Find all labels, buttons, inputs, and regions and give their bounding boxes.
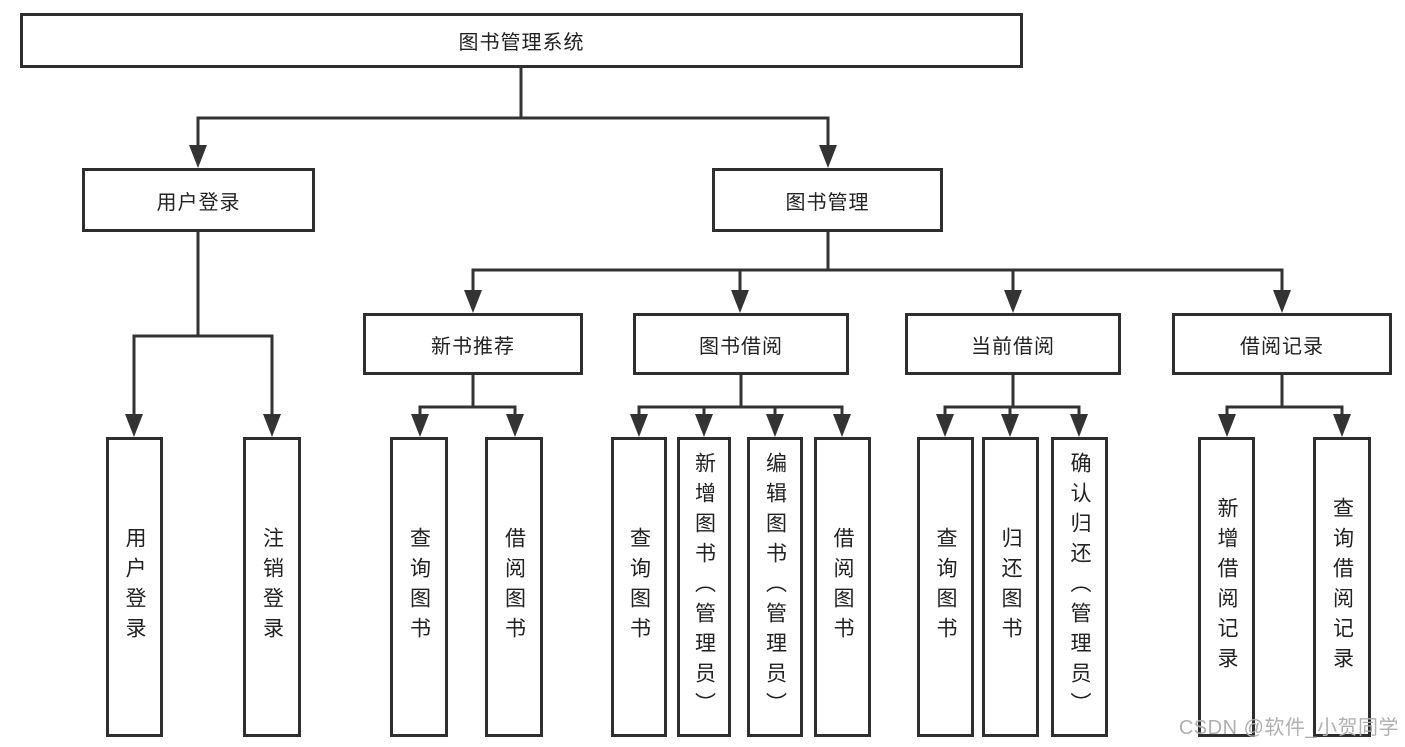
arrowhead-icon bbox=[464, 290, 482, 313]
node-label: 借阅记录 bbox=[1240, 335, 1324, 358]
arrowhead-icon bbox=[1001, 414, 1019, 437]
leaf-return-books: 归还图书 bbox=[982, 437, 1039, 737]
leaf-logout: 注销登录 bbox=[243, 437, 301, 737]
arrowhead-icon bbox=[819, 145, 837, 168]
arrowhead-icon bbox=[630, 414, 648, 437]
leaf-label: 归还图书 bbox=[999, 527, 1022, 647]
arrowhead-icon bbox=[189, 145, 207, 168]
leaf-edit-books-admin: 编辑图书（管理员） bbox=[747, 437, 803, 737]
leaf-label: 查询图书 bbox=[627, 527, 651, 647]
node-root: 图书管理系统 bbox=[20, 13, 1023, 68]
leaf-label: 新增借阅记录 bbox=[1215, 497, 1238, 677]
leaf-label: 注销登录 bbox=[260, 527, 284, 647]
leaf-user-login: 用户登录 bbox=[106, 437, 163, 737]
arrowhead-icon bbox=[1273, 290, 1291, 313]
node-new-book-recommend: 新书推荐 bbox=[363, 313, 583, 375]
arrowhead-icon bbox=[1218, 414, 1236, 437]
leaf-borrow-books: 借阅图书 bbox=[814, 437, 871, 737]
node-root-label: 图书管理系统 bbox=[458, 32, 585, 54]
leaf-label: 确认归还（管理员） bbox=[1068, 452, 1091, 722]
leaf-borrow-books-recommend: 借阅图书 bbox=[485, 437, 543, 737]
leaf-label: 查询图书 bbox=[407, 527, 431, 647]
leaf-query-books-recommend: 查询图书 bbox=[390, 437, 448, 737]
node-label: 图书管理 bbox=[785, 191, 870, 214]
leaf-add-borrow-record: 新增借阅记录 bbox=[1198, 437, 1255, 737]
leaf-label: 借阅图书 bbox=[502, 527, 526, 647]
node-current-borrow: 当前借阅 bbox=[905, 313, 1121, 375]
leaf-label: 借阅图书 bbox=[831, 527, 854, 647]
arrowhead-icon bbox=[936, 414, 954, 437]
leaf-add-books-admin: 新增图书（管理员） bbox=[677, 437, 731, 737]
arrowhead-icon bbox=[506, 414, 524, 437]
node-label: 新书推荐 bbox=[431, 335, 515, 358]
leaf-label: 查询借阅记录 bbox=[1330, 497, 1354, 677]
arrowhead-icon bbox=[1333, 414, 1351, 437]
arrowhead-icon bbox=[411, 414, 429, 437]
arrowhead-icon bbox=[731, 290, 749, 313]
node-book-borrow: 图书借阅 bbox=[633, 313, 849, 375]
arrowhead-icon bbox=[1004, 290, 1022, 313]
leaf-label: 查询图书 bbox=[934, 527, 957, 647]
node-label: 用户登录 bbox=[156, 191, 241, 214]
arrowhead-icon bbox=[125, 414, 143, 437]
node-label: 图书借阅 bbox=[699, 335, 783, 358]
leaf-confirm-return-admin: 确认归还（管理员） bbox=[1051, 437, 1108, 737]
arrowhead-icon bbox=[263, 414, 281, 437]
arrowhead-icon bbox=[1070, 414, 1088, 437]
arrowhead-icon bbox=[695, 414, 713, 437]
leaf-query-borrow-record: 查询借阅记录 bbox=[1313, 437, 1371, 737]
csdn-watermark: CSDN @软件_小贺同学 bbox=[1178, 717, 1399, 739]
node-label: 当前借阅 bbox=[971, 335, 1055, 358]
node-book-management-branch: 图书管理 bbox=[712, 168, 943, 232]
leaf-label: 编辑图书（管理员） bbox=[763, 452, 787, 722]
arrowhead-icon bbox=[766, 414, 784, 437]
leaf-label: 用户登录 bbox=[123, 527, 146, 647]
node-user-login-branch: 用户登录 bbox=[82, 168, 315, 232]
leaf-label: 新增图书（管理员） bbox=[692, 452, 716, 722]
leaf-query-books-borrow: 查询图书 bbox=[611, 437, 667, 737]
leaf-query-books-current: 查询图书 bbox=[917, 437, 974, 737]
node-borrow-records: 借阅记录 bbox=[1172, 313, 1392, 375]
arrowhead-icon bbox=[833, 414, 851, 437]
